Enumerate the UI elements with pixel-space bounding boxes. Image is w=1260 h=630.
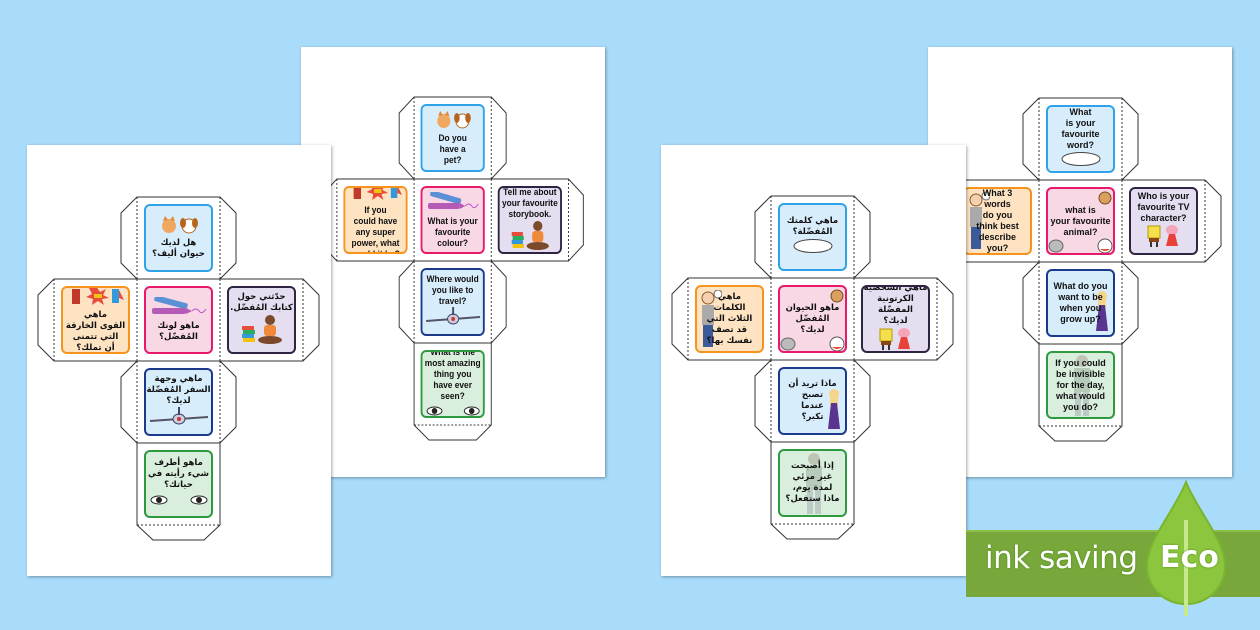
face-card-right: Who is your favourite TV character? [1129, 187, 1198, 255]
cube-net: ماهي كلمتك المُفضّلة؟ ماهي الكلمات الثلاث… [671, 195, 954, 540]
airplane-icon [148, 406, 210, 431]
cube-net: What is your favourite word? What 3 words… [939, 97, 1222, 442]
question-text: Who is your favourite TV character? [1137, 190, 1190, 223]
face-card-row3: What do you want to be when you grow up? [1046, 269, 1115, 337]
question-text: ماهي وجهة السفر المُفضّلة لديك؟ [146, 373, 211, 406]
eyes-icon [425, 402, 481, 416]
ink-saving-text: ink saving [985, 540, 1138, 576]
superhero-icon [349, 188, 402, 205]
cat-dog-icon [156, 216, 202, 238]
question-text: ماهو الحيوان المُفضّل لديك؟ [785, 302, 840, 335]
superhero-icon [68, 288, 124, 310]
face-card-row4: ماهو أطرف شيء رأيته في حياتك؟ [144, 450, 213, 518]
question-text: what is your favourite animal? [1050, 204, 1111, 237]
question-text: ماهي القوى الخارقة التي تتمنى أن تملك؟ [65, 310, 126, 353]
face-card-row3: ماهي وجهة السفر المُفضّلة لديك؟ [144, 368, 213, 436]
face-card-left: If you could have any super power, what … [343, 186, 408, 254]
face-card-left: ماهي الكلمات الثلاث التي قد تصف نفسك بها… [695, 285, 764, 353]
face-card-top: What is your favourite word? [1046, 105, 1115, 173]
eyes-icon [149, 491, 209, 510]
face-card-top: Do you have a pet? [420, 104, 485, 172]
worksheet-english-2: What is your favourite word? What 3 words… [928, 47, 1232, 477]
question-text: ماهو لونك المُفضّل؟ [157, 321, 200, 342]
question-text: What is the most amazing thing you have … [424, 350, 481, 401]
reading-child-icon [240, 314, 284, 348]
question-text: ماذا تريد أن تصبح عندما تكبر؟ [788, 379, 837, 422]
face-card-row4: What is the most amazing thing you have … [420, 350, 485, 418]
face-card-top: ماهي كلمتك المُفضّلة؟ [778, 203, 847, 271]
question-text: What is your favourite colour? [427, 215, 478, 248]
face-card-row3: ماذا تريد أن تصبح عندما تكبر؟ [778, 367, 847, 435]
face-card-center: What is your favourite colour? [420, 186, 485, 254]
reading-child-icon [509, 220, 550, 253]
leaf-icon [1145, 480, 1227, 616]
cat-dog-icon [431, 110, 474, 133]
face-card-right: ماهي الشخصية الكرتونية المفضّلة لديك؟ [861, 285, 930, 353]
crayon-icon [426, 189, 480, 216]
cube-net: هل لديك حيوان أليف؟ ماهي القوى الخارقة ال… [37, 196, 320, 541]
cartoon-characters-icon [876, 327, 916, 351]
face-card-row4: إذا أصبحت غير مرئي لمدة يوم، ماذا ستفعل؟ [778, 449, 847, 517]
speech-bubble-icon [791, 238, 835, 258]
face-card-row4: If you could be invisible for the day, w… [1046, 351, 1115, 419]
airplane-icon [424, 306, 482, 331]
question-text: What do you want to be when you grow up? [1053, 281, 1108, 324]
worksheet-english-1: Do you have a pet? If you could have any … [301, 47, 605, 477]
question-text: If you could have any super power, what … [351, 204, 400, 254]
face-card-center: ماهو الحيوان المُفضّل لديك؟ [778, 285, 847, 353]
face-card-center: what is your favourite animal? [1046, 187, 1115, 255]
question-text: What is your favourite word? [1061, 107, 1100, 150]
question-text: If you could be invisible for the day, w… [1055, 357, 1106, 412]
face-card-top: هل لديك حيوان أليف؟ [144, 204, 213, 272]
question-text: هل لديك حيوان أليف؟ [152, 238, 205, 259]
face-card-left: What 3 words do you think best describe … [963, 187, 1032, 255]
face-card-center: ماهو لونك المُفضّل؟ [144, 286, 213, 354]
question-text: ماهي الكلمات الثلاث التي قد تصف نفسك بها… [706, 291, 753, 346]
cube-net: Do you have a pet? If you could have any … [321, 96, 584, 441]
question-text: Tell me about your favourite storybook. [501, 186, 558, 219]
question-text: What 3 words do you think best describe … [976, 188, 1019, 253]
question-text: Where would you like to travel? [426, 273, 479, 306]
question-text: ماهي الشخصية الكرتونية المفضّلة لديك؟ [863, 285, 928, 326]
eco-label: Eco [1160, 540, 1219, 575]
crayon-icon [150, 295, 208, 321]
worksheet-arabic-1: هل لديك حيوان أليف؟ ماهي القوى الخارقة ال… [27, 145, 331, 576]
speech-bubble-icon [1059, 151, 1103, 171]
face-card-right: Tell me about your favourite storybook. [497, 186, 562, 254]
worksheet-arabic-2: ماهي كلمتك المُفضّلة؟ ماهي الكلمات الثلاث… [661, 145, 966, 576]
face-card-row3: Where would you like to travel? [420, 268, 485, 336]
question-text: إذا أصبحت غير مرئي لمدة يوم، ماذا ستفعل؟ [785, 461, 840, 504]
face-card-right: حدّثني حول كتابك المُفضّل. [227, 286, 296, 354]
question-text: ماهو أطرف شيء رأيته في حياتك؟ [147, 458, 209, 490]
question-text: حدّثني حول كتابك المُفضّل. [230, 292, 293, 313]
cartoon-characters-icon [1144, 224, 1184, 252]
face-card-left: ماهي القوى الخارقة التي تتمنى أن تملك؟ [61, 286, 130, 354]
question-text: Do you have a pet? [438, 132, 467, 165]
question-text: ماهي كلمتك المُفضّلة؟ [786, 216, 839, 237]
